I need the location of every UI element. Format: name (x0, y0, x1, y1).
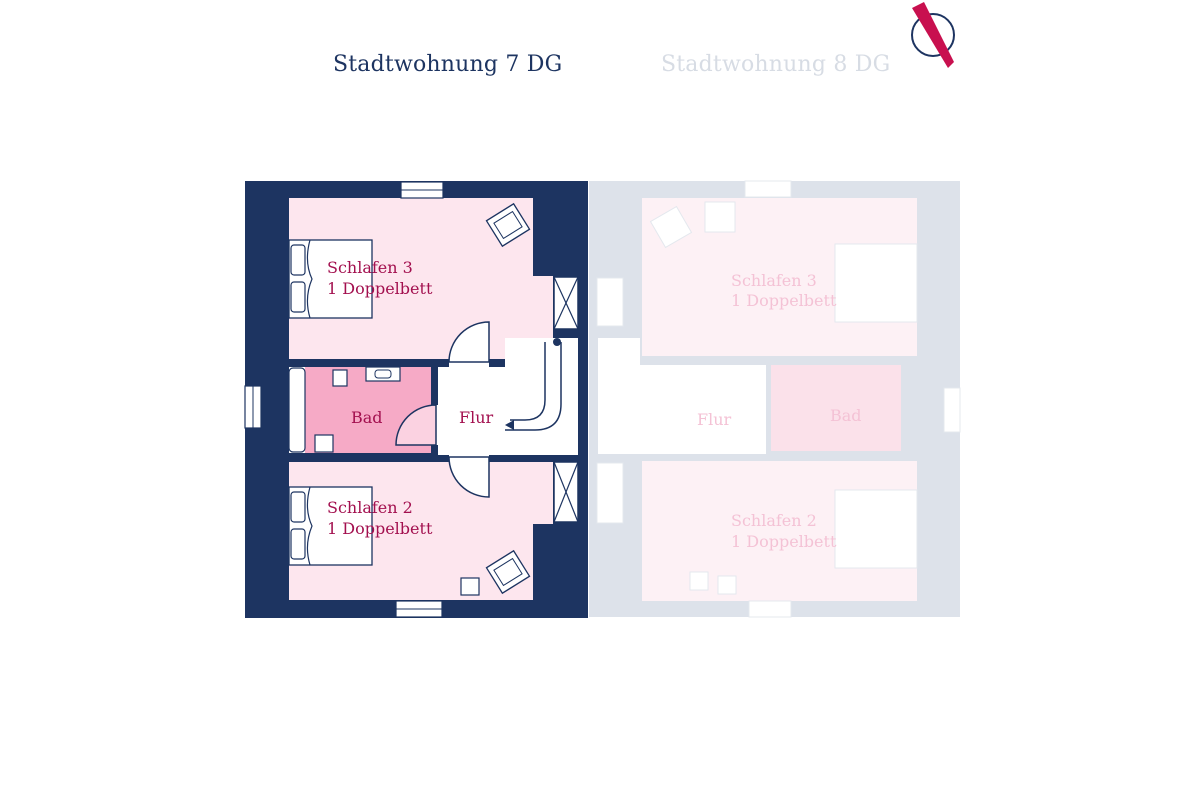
stair-arrow-icon (505, 420, 514, 430)
armchair-schlafen-3 (485, 202, 531, 248)
unit-7-dg[interactable]: Schlafen 3 1 Doppelbett Bad Flur Schlafe… (244, 181, 588, 618)
room-schlafen-2-ext (533, 462, 553, 524)
door-swing-schlafen-3[interactable] (448, 321, 490, 363)
ghost-label-schlafen-2-bed: 1 Doppelbett (731, 532, 837, 551)
unit-8-dg[interactable]: Schlafen 3 1 Doppelbett Flur Bad Schlafe… (589, 180, 961, 618)
stair-area (505, 338, 578, 455)
bed-schlafen-2 (288, 486, 373, 566)
label-schlafen-2-bed: 1 Doppelbett (327, 519, 433, 538)
stair-start-dot (553, 338, 561, 346)
bed-schlafen-3 (288, 239, 373, 319)
ghost-shaft-bottom (596, 462, 624, 524)
ghost-label-schlafen-3-bed: 1 Doppelbett (731, 291, 837, 310)
stair-path (510, 342, 546, 421)
ghost-bed-top (834, 243, 918, 323)
ghost-bed-bottom (834, 489, 918, 569)
label-schlafen-3-bed: 1 Doppelbett (327, 279, 433, 298)
ghost-label-flur: Flur (697, 410, 732, 429)
label-bad: Bad (351, 408, 383, 427)
ghost-window-top (744, 180, 792, 198)
bath-stool (314, 434, 334, 453)
room-flur[interactable] (438, 367, 505, 455)
north-arrow-icon (912, 2, 954, 68)
ghost-label-schlafen-3: Schlafen 3 (731, 271, 817, 290)
stair-path-inner (505, 342, 562, 431)
label-schlafen-2: Schlafen 2 (327, 498, 413, 517)
bathtub (288, 367, 306, 453)
ghost-chair-1 (649, 205, 693, 249)
shaft-top-cross-b (553, 276, 579, 330)
stool-schlafen-2 (460, 577, 480, 596)
label-flur: Flur (459, 408, 494, 427)
shaft-bottom-cross-b (553, 461, 579, 523)
ghost-label-bad: Bad (830, 406, 862, 425)
label-schlafen-3: Schlafen 3 (327, 258, 413, 277)
ghost-shaft-top (596, 277, 624, 327)
compass (911, 2, 955, 68)
sink (365, 366, 401, 382)
ghost-stool-2 (717, 575, 737, 595)
ghost-room-bad (771, 365, 901, 451)
ghost-window-right (943, 387, 961, 433)
ghost-chair-2 (704, 201, 736, 233)
tab-stadtwohnung-8-dg[interactable]: Stadtwohnung 8 DG (661, 52, 891, 77)
ghost-label-schlafen-2: Schlafen 2 (731, 511, 817, 530)
tab-stadtwohnung-7-dg[interactable]: Stadtwohnung 7 DG (333, 52, 563, 77)
ghost-stair-area (598, 338, 640, 454)
armchair-schlafen-2 (485, 549, 531, 595)
door-swing-bad[interactable] (395, 404, 437, 446)
ghost-room-flur (640, 365, 766, 454)
door-swing-schlafen-2[interactable] (448, 456, 490, 498)
toilet (332, 369, 348, 387)
ghost-stool-1 (689, 571, 709, 591)
ghost-window-bottom (748, 600, 792, 618)
